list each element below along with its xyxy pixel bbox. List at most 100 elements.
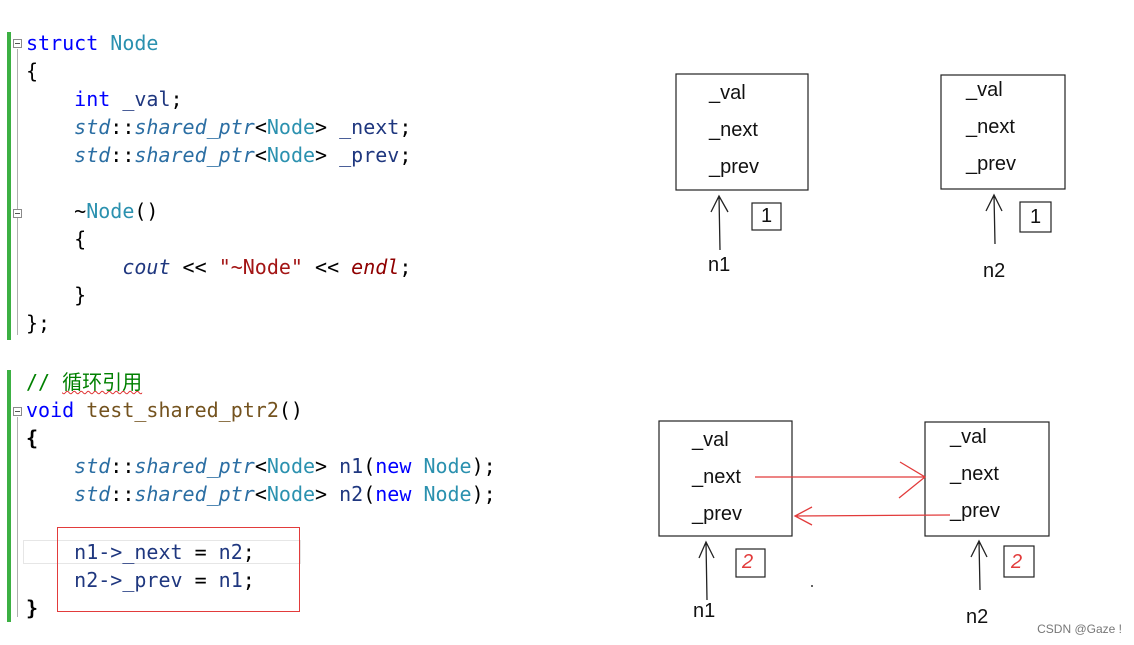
namespace: std <box>74 115 111 139</box>
punct: < <box>254 482 267 506</box>
collapse-function-icon[interactable] <box>13 407 22 416</box>
function-name: test_shared_ptr2 <box>86 398 279 422</box>
brace: { <box>26 59 39 83</box>
punct: :: <box>110 115 135 139</box>
stray-dot <box>811 585 813 587</box>
operator: = <box>182 568 219 592</box>
type-name: Node <box>266 482 316 506</box>
code-line: } <box>26 594 38 622</box>
template-type: shared_ptr <box>134 454 255 478</box>
punct: > <box>315 454 328 478</box>
member: _prev <box>339 143 400 167</box>
punct: ); <box>471 454 496 478</box>
field-val: _val <box>692 429 729 451</box>
keyword: new <box>375 482 412 506</box>
code-line: { <box>26 57 38 85</box>
namespace: std <box>74 454 111 478</box>
punct: ( <box>363 454 376 478</box>
brace: } <box>26 596 39 620</box>
arrow-up-icon <box>985 193 1003 245</box>
operator: << <box>182 255 207 279</box>
field-prev: _prev <box>966 153 1017 175</box>
field-prev: _prev <box>709 156 760 178</box>
type-name: Node <box>266 454 316 478</box>
arrow-up-icon <box>970 539 988 591</box>
field-prev: _prev <box>950 500 1001 522</box>
type-name: Node <box>423 482 472 506</box>
type-name: Node <box>266 143 316 167</box>
field-val: _val <box>966 79 1003 101</box>
change-marker-bar <box>7 370 11 622</box>
pointer-label-n1: n1 <box>708 254 731 276</box>
variable: n2 <box>339 482 364 506</box>
fold-guide <box>17 417 18 617</box>
keyword: void <box>26 398 75 422</box>
current-line-highlight <box>23 540 301 564</box>
punct: > <box>315 482 328 506</box>
refcount-value: 1 <box>761 205 773 227</box>
brace: { <box>26 426 39 450</box>
arrow-up-icon <box>698 540 715 601</box>
code-line: cout << "~Node" << endl; <box>26 253 411 281</box>
refcount-value: 2 <box>1011 551 1023 573</box>
namespace: std <box>74 482 111 506</box>
type-name: Node <box>423 454 472 478</box>
watermark: CSDN @Gaze ! <box>1037 622 1122 636</box>
field-val: _val <box>950 426 987 448</box>
code-line: }; <box>26 309 50 337</box>
node-box-top-n2 <box>940 74 1066 190</box>
pointer-label-n2: n2 <box>983 260 1006 282</box>
punct: < <box>254 115 267 139</box>
variable: n1 <box>339 454 364 478</box>
code-line: std::shared_ptr<Node> _next; <box>26 113 411 141</box>
code-line: // 循环引用 <box>26 368 142 396</box>
template-type: shared_ptr <box>134 482 255 506</box>
code-line: std::shared_ptr<Node> _prev; <box>26 141 411 169</box>
node-box-bottom-n2 <box>924 421 1050 537</box>
punct: < <box>254 454 267 478</box>
field-next: _next <box>709 119 758 141</box>
template-type: shared_ptr <box>134 143 255 167</box>
variable: n2 <box>218 540 243 564</box>
collapse-destructor-icon[interactable] <box>13 209 22 218</box>
node-box-bottom-n1 <box>658 420 793 537</box>
keyword: struct <box>26 31 99 55</box>
punct: ; <box>242 540 255 564</box>
punct: ( <box>363 482 376 506</box>
identifier: cout <box>122 255 171 279</box>
brace: { <box>74 227 87 251</box>
punct: < <box>254 143 267 167</box>
namespace: std <box>74 143 111 167</box>
brace: } <box>74 283 87 307</box>
field-prev: _prev <box>692 503 743 525</box>
code-line: n1->_next = n2; <box>26 538 255 566</box>
code-line: } <box>26 281 86 309</box>
brace: }; <box>26 311 51 335</box>
type-name: Node <box>110 31 159 55</box>
type-name: Node <box>266 115 316 139</box>
code-line: int _val; <box>26 85 182 113</box>
punct: :: <box>110 143 135 167</box>
field-next: _next <box>692 466 741 488</box>
code-line: { <box>26 424 38 452</box>
destructor-name: Node <box>86 199 135 223</box>
collapse-struct-icon[interactable] <box>13 39 22 48</box>
pointer-label-n1: n1 <box>693 600 716 622</box>
member: _val <box>122 87 171 111</box>
fold-guide <box>17 49 18 335</box>
punct: ; <box>399 143 412 167</box>
field-next: _next <box>966 116 1015 138</box>
punct: ~ <box>74 199 87 223</box>
change-marker-bar <box>7 32 11 340</box>
punct: ; <box>399 115 412 139</box>
operator: = <box>182 540 219 564</box>
field-val: _val <box>709 82 746 104</box>
variable: n1 <box>218 568 243 592</box>
refcount-value: 2 <box>742 551 754 573</box>
prev-link-arrow <box>793 506 951 526</box>
keyword: int <box>74 87 111 111</box>
refcount-box <box>735 548 766 578</box>
node-box-top-n1 <box>675 73 809 191</box>
comment: 循环引用 <box>62 370 143 394</box>
